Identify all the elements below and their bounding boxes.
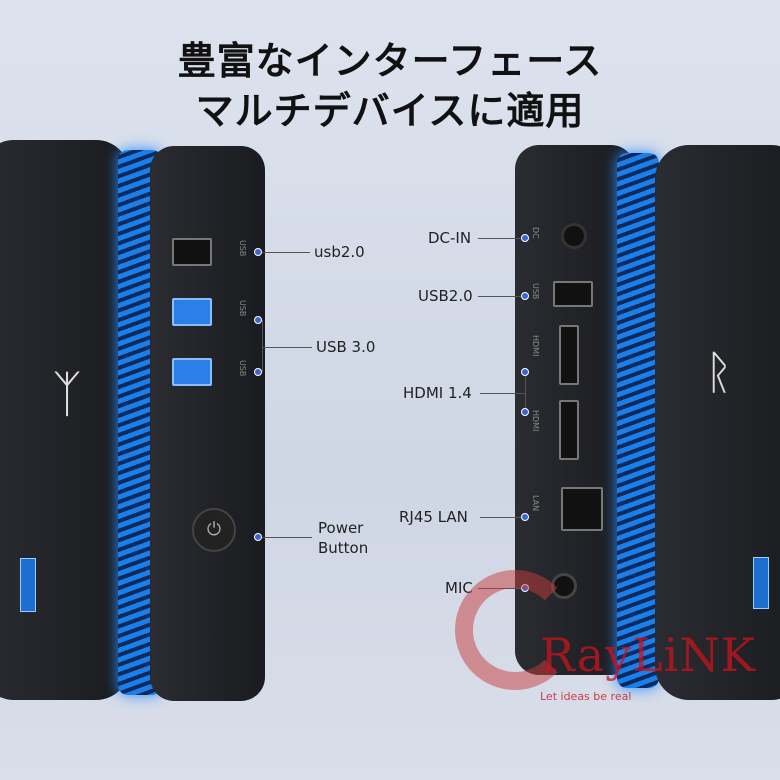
callout-bracket xyxy=(262,320,263,372)
usb-marking: USB xyxy=(238,300,247,317)
callout-line xyxy=(480,393,525,394)
usb-marking: USB xyxy=(238,240,247,257)
callout-line xyxy=(262,252,310,253)
logo-icon: ᛉ xyxy=(52,365,82,423)
callout-dot xyxy=(254,248,262,256)
watermark-brand: RayLiNK xyxy=(540,628,756,682)
dc-in-port xyxy=(561,223,587,249)
callout-hdmi: HDMI 1.4 xyxy=(403,384,472,402)
callout-dcin: DC-IN xyxy=(428,229,472,247)
lan-marking: LAN xyxy=(531,495,540,512)
logo-icon: ᚱ xyxy=(705,345,733,399)
callout-dot xyxy=(521,513,529,521)
callout-line xyxy=(478,296,522,297)
callout-line xyxy=(262,537,312,538)
mini-pc-left-view: ᛉ USB USB USB ⏻ xyxy=(0,140,270,710)
callout-line xyxy=(262,347,312,348)
usb-marking: USB xyxy=(531,283,540,300)
callout-mic: MIC xyxy=(445,579,473,597)
callout-dot xyxy=(521,292,529,300)
hdmi-port-1 xyxy=(559,325,579,385)
callout-dot xyxy=(521,408,529,416)
callout-bracket xyxy=(525,372,526,412)
callout-dot xyxy=(521,368,529,376)
callout-line xyxy=(480,517,522,518)
callout-dot xyxy=(521,234,529,242)
hdmi-marking: HDMI xyxy=(531,410,540,432)
callout-dot xyxy=(254,368,262,376)
usb2-port xyxy=(553,281,593,307)
mini-pc-right-view: ᚱ DC USB HDMI HDMI LAN xyxy=(515,145,780,705)
usb3-port-2 xyxy=(172,358,212,386)
callout-usb3: USB 3.0 xyxy=(316,338,376,356)
hdmi-port-2 xyxy=(559,400,579,460)
callout-usb2: usb2.0 xyxy=(314,243,365,261)
callout-lan: RJ45 LAN xyxy=(399,508,468,526)
usb3-port-1 xyxy=(172,298,212,326)
headline-line2: マルチデバイスに適用 xyxy=(195,89,585,133)
usb-marking: USB xyxy=(238,360,247,377)
intel-badge-icon xyxy=(753,557,769,609)
callout-usb2-right: USB2.0 xyxy=(418,287,473,305)
power-label-line1: Power xyxy=(318,519,364,537)
callout-line xyxy=(478,238,522,239)
power-label-line2: Button xyxy=(318,539,369,557)
hdmi-marking: HDMI xyxy=(531,335,540,357)
callout-dot xyxy=(254,533,262,541)
headline-line1: 豊富なインターフェース xyxy=(177,39,603,83)
callout-dot xyxy=(254,316,262,324)
power-button[interactable]: ⏻ xyxy=(192,508,236,552)
dc-marking: DC xyxy=(531,227,540,239)
usb2-port xyxy=(172,238,212,266)
rj45-port xyxy=(561,487,603,531)
watermark-tagline: Let ideas be real xyxy=(540,690,632,703)
intel-badge-icon xyxy=(20,558,36,612)
